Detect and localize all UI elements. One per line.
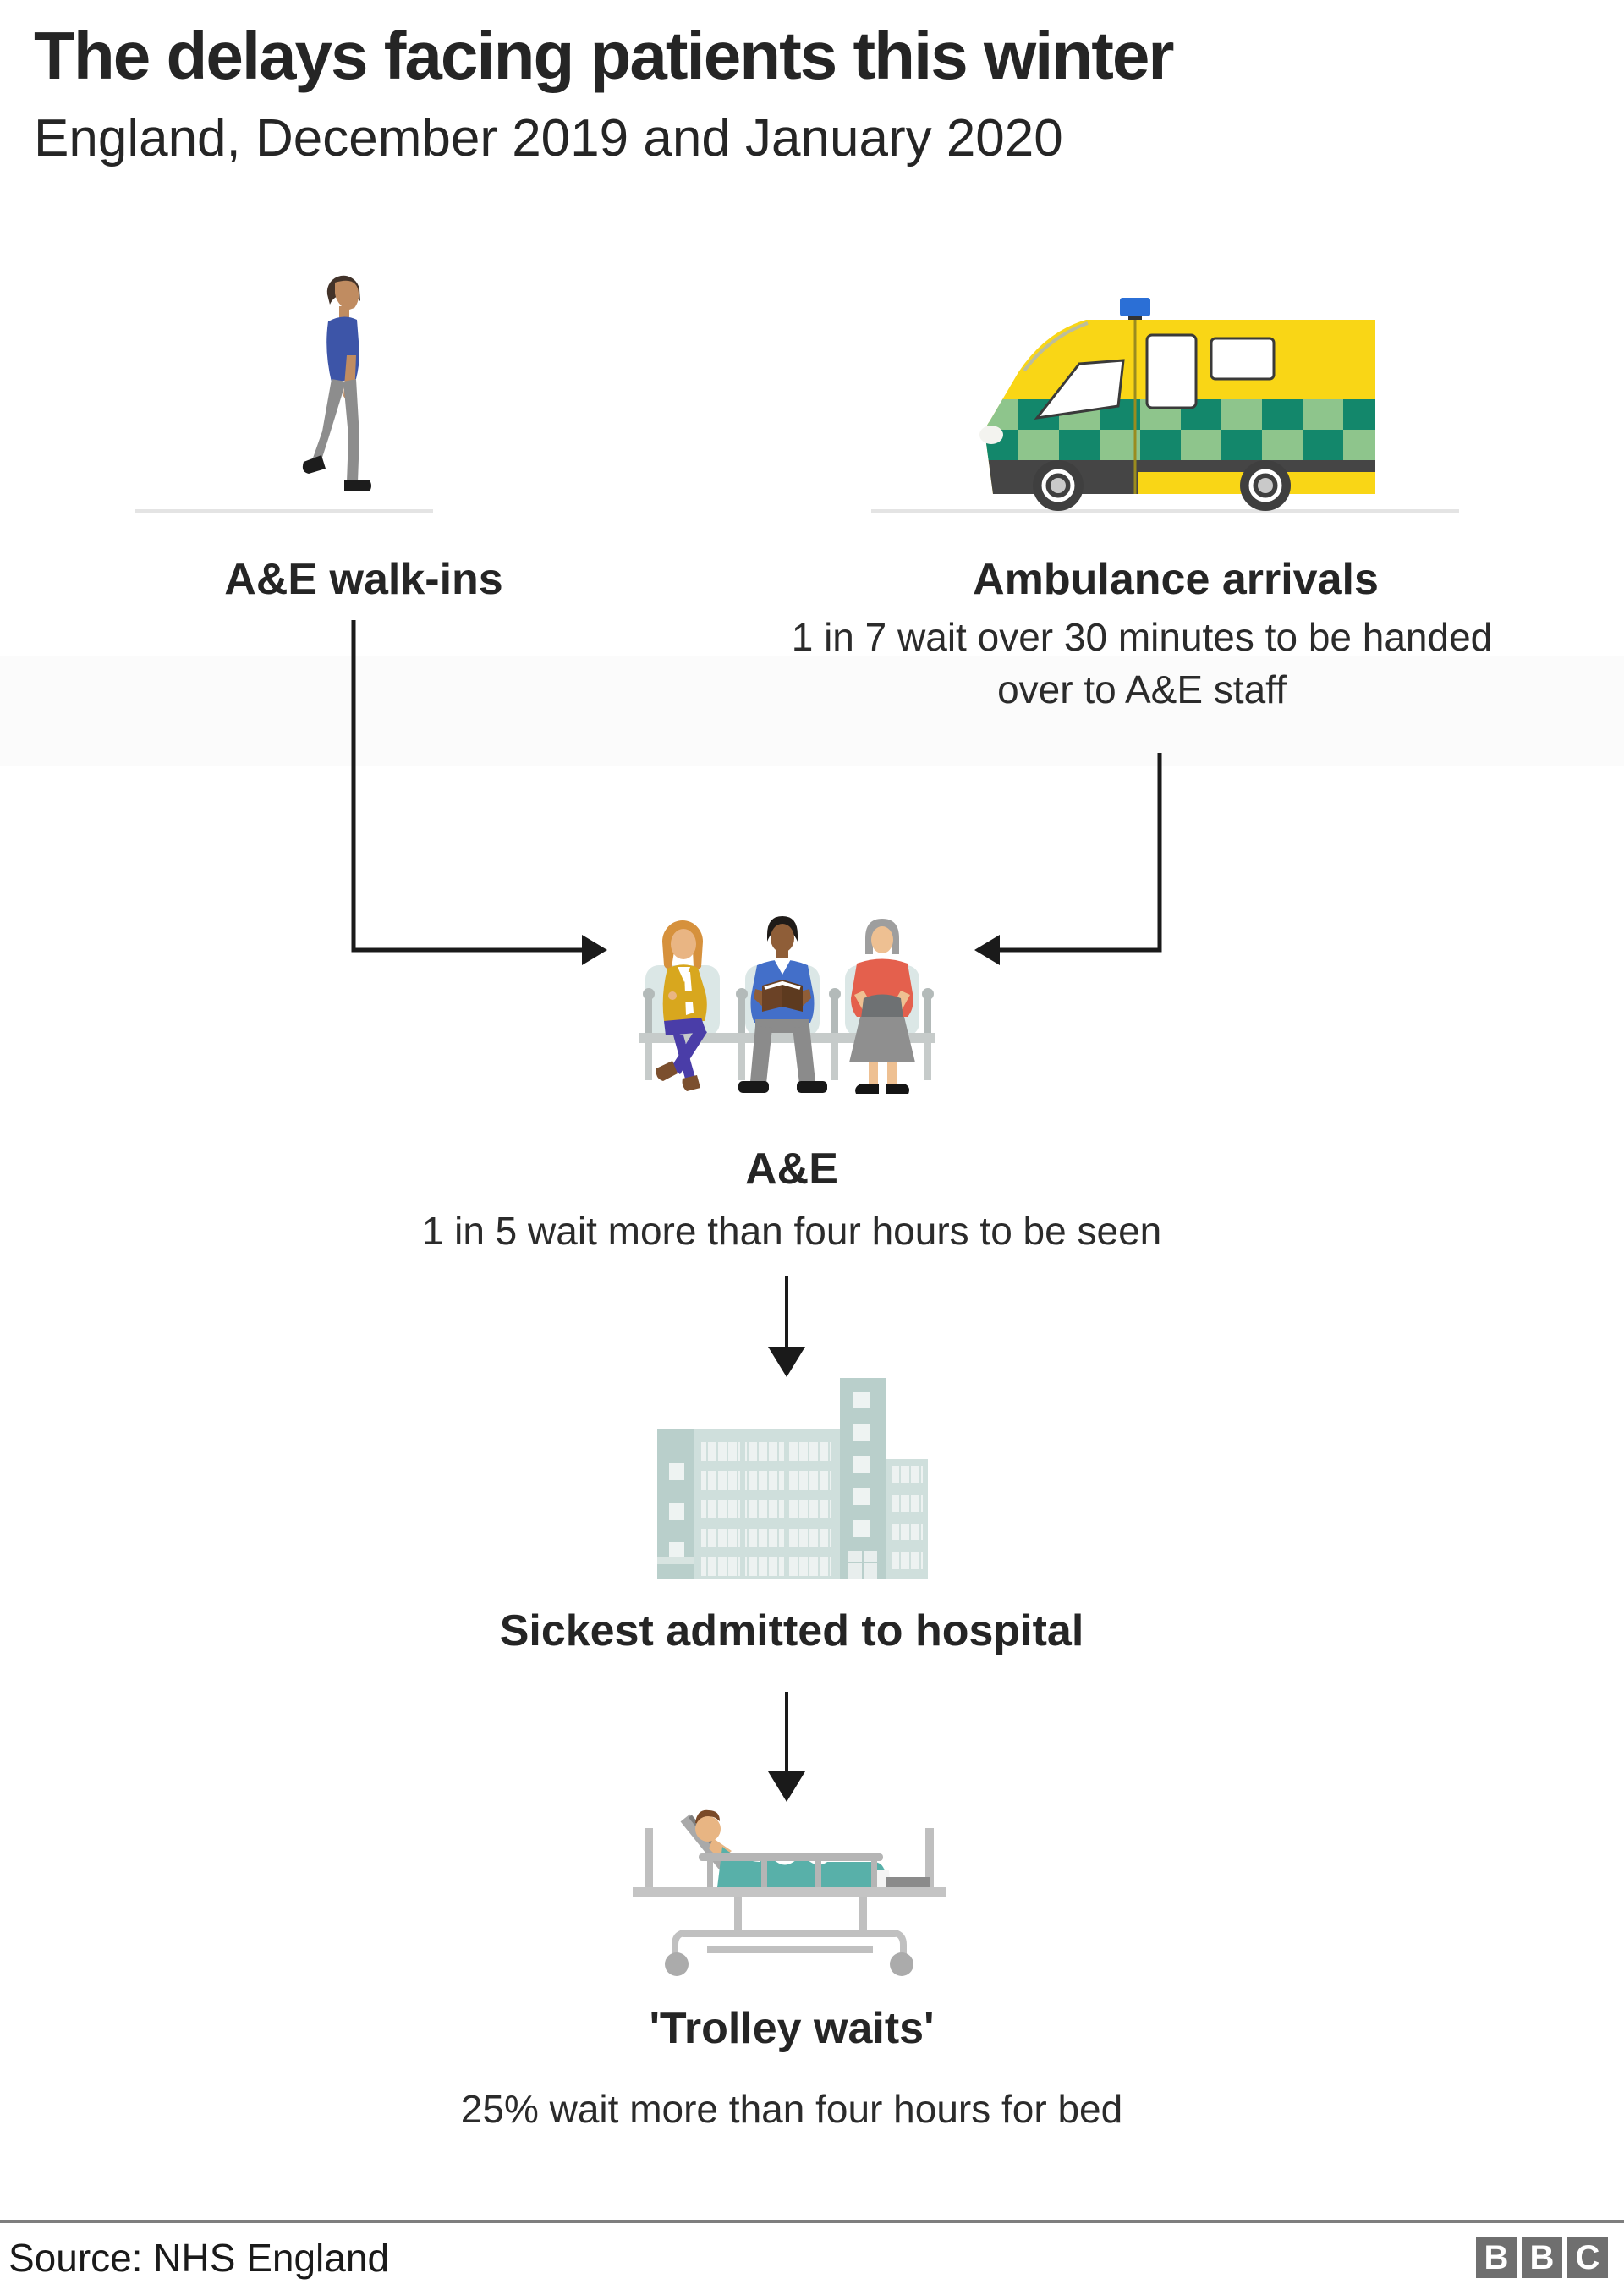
bbc-logo-block: C: [1567, 2237, 1608, 2278]
bbc-logo: B B C: [1476, 2237, 1608, 2278]
footer-divider: [0, 2220, 1624, 2223]
hospital-building-icon: [657, 1378, 928, 1579]
ae-label: A&E: [745, 1145, 838, 1194]
hospital-label: Sickest admitted to hospital: [499, 1606, 1084, 1655]
ae-stat: 1 in 5 wait more than four hours to be s…: [421, 1209, 1162, 1253]
patient-elderly-woman: [849, 919, 915, 1094]
arrow-ambulance-to-ae: [974, 753, 1162, 965]
trolley-wheels: [665, 1952, 914, 1976]
trolley-label: 'Trolley waits': [649, 2004, 935, 2053]
ambulance-beacon: [1120, 298, 1150, 321]
trolley-bed-icon: [633, 1809, 946, 1976]
arrow-ae-to-hospital: [768, 1276, 805, 1377]
arrow-hospital-to-trolley: [768, 1692, 805, 1802]
ambulance-label: Ambulance arrivals: [973, 555, 1379, 604]
trolley-stat: 25% wait more than four hours for bed: [460, 2087, 1123, 2131]
source-credit: Source: NHS England: [8, 2236, 390, 2280]
ambulance-icon: [979, 298, 1376, 511]
walkins-label: A&E walk-ins: [224, 555, 503, 604]
ambulance-rear-wheel: [1240, 460, 1291, 511]
background-band: [0, 656, 1624, 766]
ambulance-front-wheel: [1033, 460, 1084, 511]
ambulance-stat: 1 in 7 wait over 30 minutes to be handed…: [791, 615, 1493, 711]
walking-person-icon: [302, 275, 371, 491]
bbc-logo-block: B: [1522, 2237, 1562, 2278]
page-subtitle: England, December 2019 and January 2020: [34, 109, 1063, 167]
patient-man-reading: [738, 916, 827, 1093]
page-title: The delays facing patients this winter: [34, 18, 1175, 93]
bbc-logo-block: B: [1476, 2237, 1517, 2278]
waiting-patients-icon: [639, 916, 935, 1094]
patient-woman-sling: [656, 920, 707, 1091]
